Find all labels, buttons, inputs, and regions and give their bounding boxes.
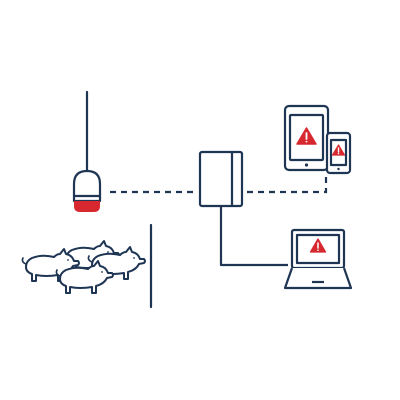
pig-group-icon <box>21 240 146 294</box>
ceiling-camera-icon <box>72 90 102 212</box>
phone-home-button <box>337 167 340 171</box>
tablet-home-button <box>304 163 309 167</box>
laptop-base <box>283 267 353 290</box>
link-gateway-laptop <box>219 206 288 267</box>
laptop-alert-icon <box>309 238 327 253</box>
gateway-box-icon <box>198 150 244 208</box>
gateway-body <box>198 150 244 208</box>
sensor-light-red <box>74 201 100 212</box>
tablet-alert-icon <box>296 127 317 145</box>
sensor-housing <box>72 169 102 203</box>
link-gateway-phone <box>247 174 328 194</box>
phone-alert-icon <box>331 144 346 156</box>
